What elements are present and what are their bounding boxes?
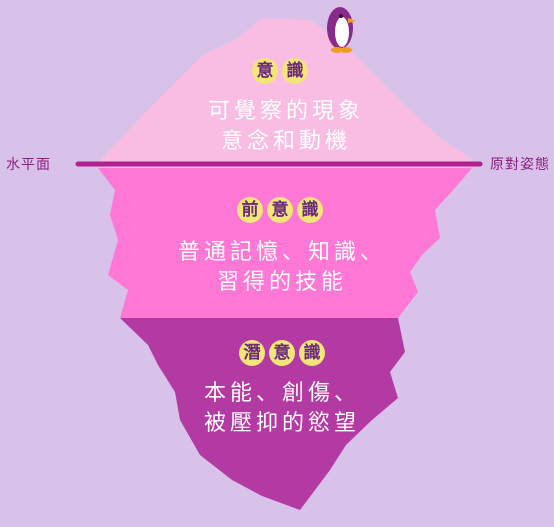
conscious-line-2: 意念和動機: [220, 129, 352, 154]
preconscious-badge: 前 意 識: [237, 197, 323, 223]
conscious-line-1: 可覺察的現象: [207, 99, 365, 124]
badge-char: 意: [267, 197, 293, 223]
preconscious-text: 普通記憶、知識、 習得的技能: [178, 238, 386, 298]
conscious-text: 可覺察的現象 意念和動機: [208, 97, 364, 157]
unconscious-line-2: 被壓抑的慾望: [203, 411, 361, 436]
conscious-badge: 意 識: [252, 58, 308, 84]
unconscious-line-1: 本能、創傷、: [203, 381, 361, 406]
iceberg-bottom: [120, 318, 405, 510]
badge-char: 識: [299, 340, 325, 366]
waterline-left-label: 水平面: [6, 157, 51, 173]
waterline-right-label: 原對姿態: [490, 157, 550, 173]
badge-char: 識: [282, 58, 308, 84]
iceberg-middle: [98, 168, 472, 318]
preconscious-line-1: 普通記憶、知識、: [177, 240, 387, 265]
badge-char: 識: [297, 197, 323, 223]
badge-char: 潛: [239, 340, 265, 366]
iceberg-tip: [98, 18, 476, 162]
unconscious-text: 本能、創傷、 被壓抑的慾望: [204, 379, 360, 439]
preconscious-line-2: 習得的技能: [216, 270, 348, 295]
badge-char: 意: [252, 58, 278, 84]
badge-char: 意: [269, 340, 295, 366]
penguin-icon: [327, 7, 356, 53]
unconscious-badge: 潛 意 識: [239, 340, 325, 366]
badge-char: 前: [237, 197, 263, 223]
